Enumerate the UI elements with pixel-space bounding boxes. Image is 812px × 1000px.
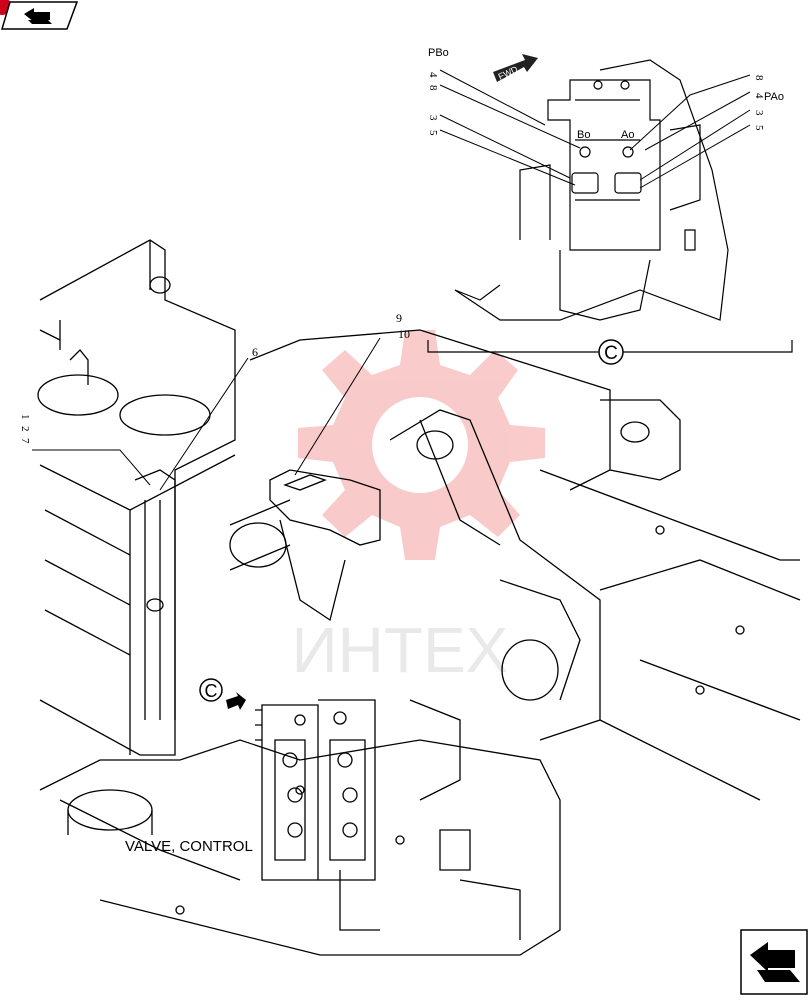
next-page-button[interactable] bbox=[740, 929, 808, 995]
fwd-arrow-icon bbox=[493, 54, 538, 82]
detail-callout-8-right: 8 bbox=[753, 75, 765, 81]
view-direction-arrow-icon bbox=[226, 692, 246, 710]
detail-callout-4-left: 4 bbox=[427, 72, 439, 78]
callout-2: 2 bbox=[19, 426, 31, 432]
leader-lines bbox=[32, 337, 381, 491]
detail-view-label: C bbox=[604, 343, 618, 364]
main-callouts: 1 2 7 6 9 10 bbox=[19, 311, 410, 444]
detail-leader-lines bbox=[439, 69, 751, 189]
next-page-arrow-icon bbox=[750, 942, 795, 972]
bo-label: Bo bbox=[577, 129, 590, 141]
callout-10: 10 bbox=[398, 327, 410, 341]
ao-label: Ao bbox=[621, 129, 634, 141]
callout-7: 7 bbox=[19, 438, 31, 444]
watermark-logo: ИНТЕХ bbox=[292, 330, 545, 686]
detail-view-c: C FWD PBo PAo Bo Ao 4 8 3 5 bbox=[427, 47, 793, 365]
detail-callout-3-right: 3 bbox=[753, 110, 765, 116]
machine-frame bbox=[37, 239, 801, 956]
fwd-direction-indicator: FWD bbox=[493, 54, 538, 82]
view-c-reference: C bbox=[199, 678, 246, 710]
view-c-ref-label: C bbox=[205, 681, 218, 701]
valve-control-caption: VALVE, CONTROL bbox=[125, 838, 253, 855]
pao-label: PAo bbox=[764, 91, 784, 103]
watermark-text: ИНТЕХ bbox=[292, 614, 509, 686]
detail-callout-8-left: 8 bbox=[427, 85, 439, 91]
back-nav-button[interactable] bbox=[0, 0, 79, 30]
detail-callout-5-right: 5 bbox=[753, 125, 765, 131]
callout-6: 6 bbox=[252, 345, 258, 359]
control-valve-assembly bbox=[255, 699, 380, 931]
detail-callout-4-right: 4 bbox=[753, 93, 765, 99]
detail-callout-5-left: 5 bbox=[427, 130, 439, 136]
callout-1: 1 bbox=[19, 414, 31, 420]
callout-9: 9 bbox=[396, 311, 402, 325]
detail-callout-3-left: 3 bbox=[427, 115, 439, 121]
pbo-label: PBo bbox=[428, 47, 449, 59]
